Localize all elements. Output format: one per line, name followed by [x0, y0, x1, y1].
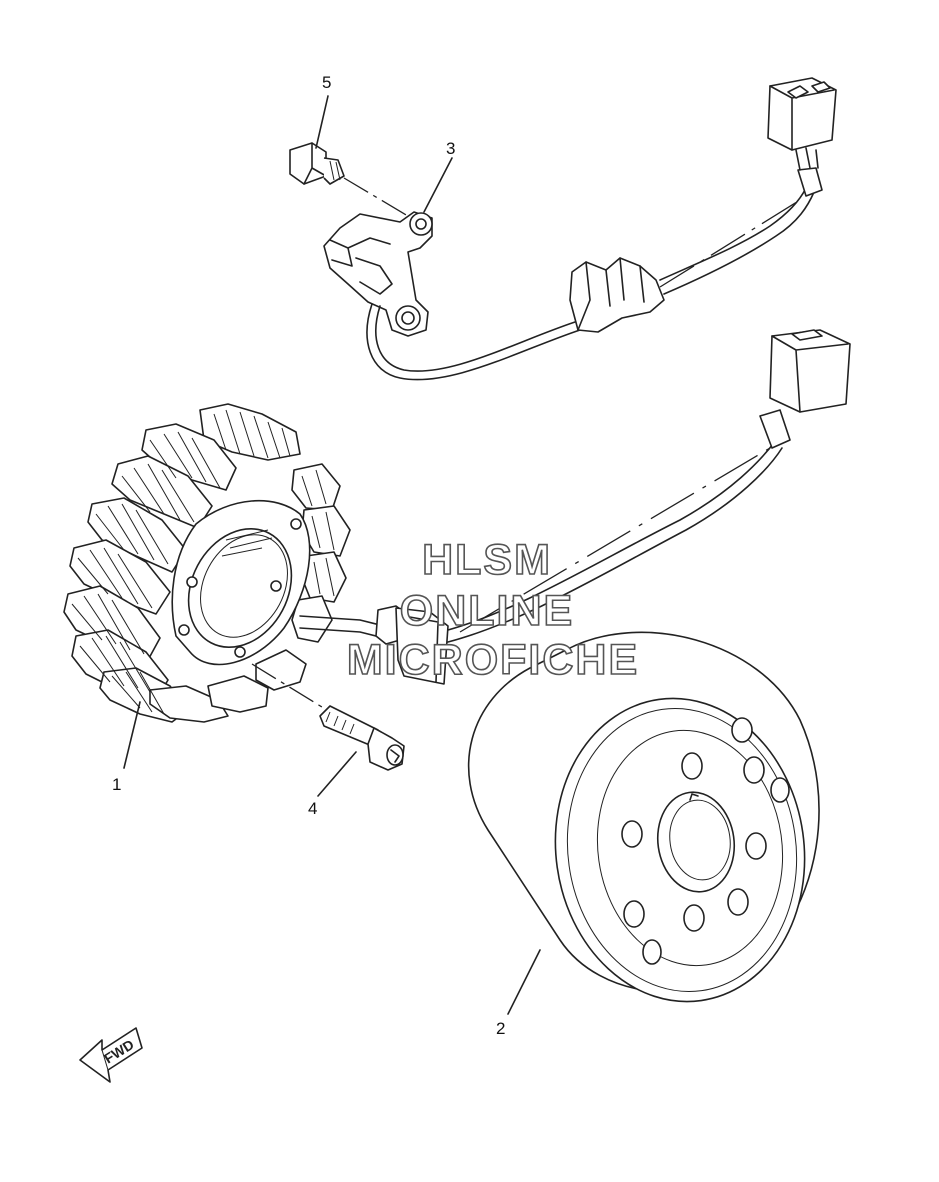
rotor-hub — [656, 791, 736, 893]
watermark: HLSM ONLINE MICROFICHE — [346, 535, 639, 685]
part-3-wire-harness — [366, 77, 837, 381]
part-1-stator[interactable] — [63, 329, 851, 723]
callout-5: 5 — [322, 73, 331, 92]
part-4-bolt[interactable] — [319, 705, 405, 771]
part-4-centerline — [251, 663, 331, 713]
watermark-line1: HLSM — [422, 536, 552, 584]
rotor-holes — [621, 717, 790, 965]
callout-2: 2 — [496, 1019, 505, 1038]
part-5-centerline — [343, 177, 419, 223]
watermark-line2: ONLINE — [400, 587, 574, 635]
leader-lines — [123, 95, 541, 1015]
fwd-arrow-icon: FWD — [79, 1027, 143, 1083]
callout-1: 1 — [112, 775, 121, 794]
callout-4: 4 — [308, 799, 317, 818]
part-5-bolt[interactable] — [289, 142, 345, 185]
stator-coil-lobes — [63, 403, 351, 723]
part-2-rotor[interactable] — [467, 631, 824, 1017]
callout-3: 3 — [446, 139, 455, 158]
part-3-pickup-coil[interactable] — [323, 211, 433, 337]
watermark-line3: MICROFICHE — [347, 636, 639, 684]
